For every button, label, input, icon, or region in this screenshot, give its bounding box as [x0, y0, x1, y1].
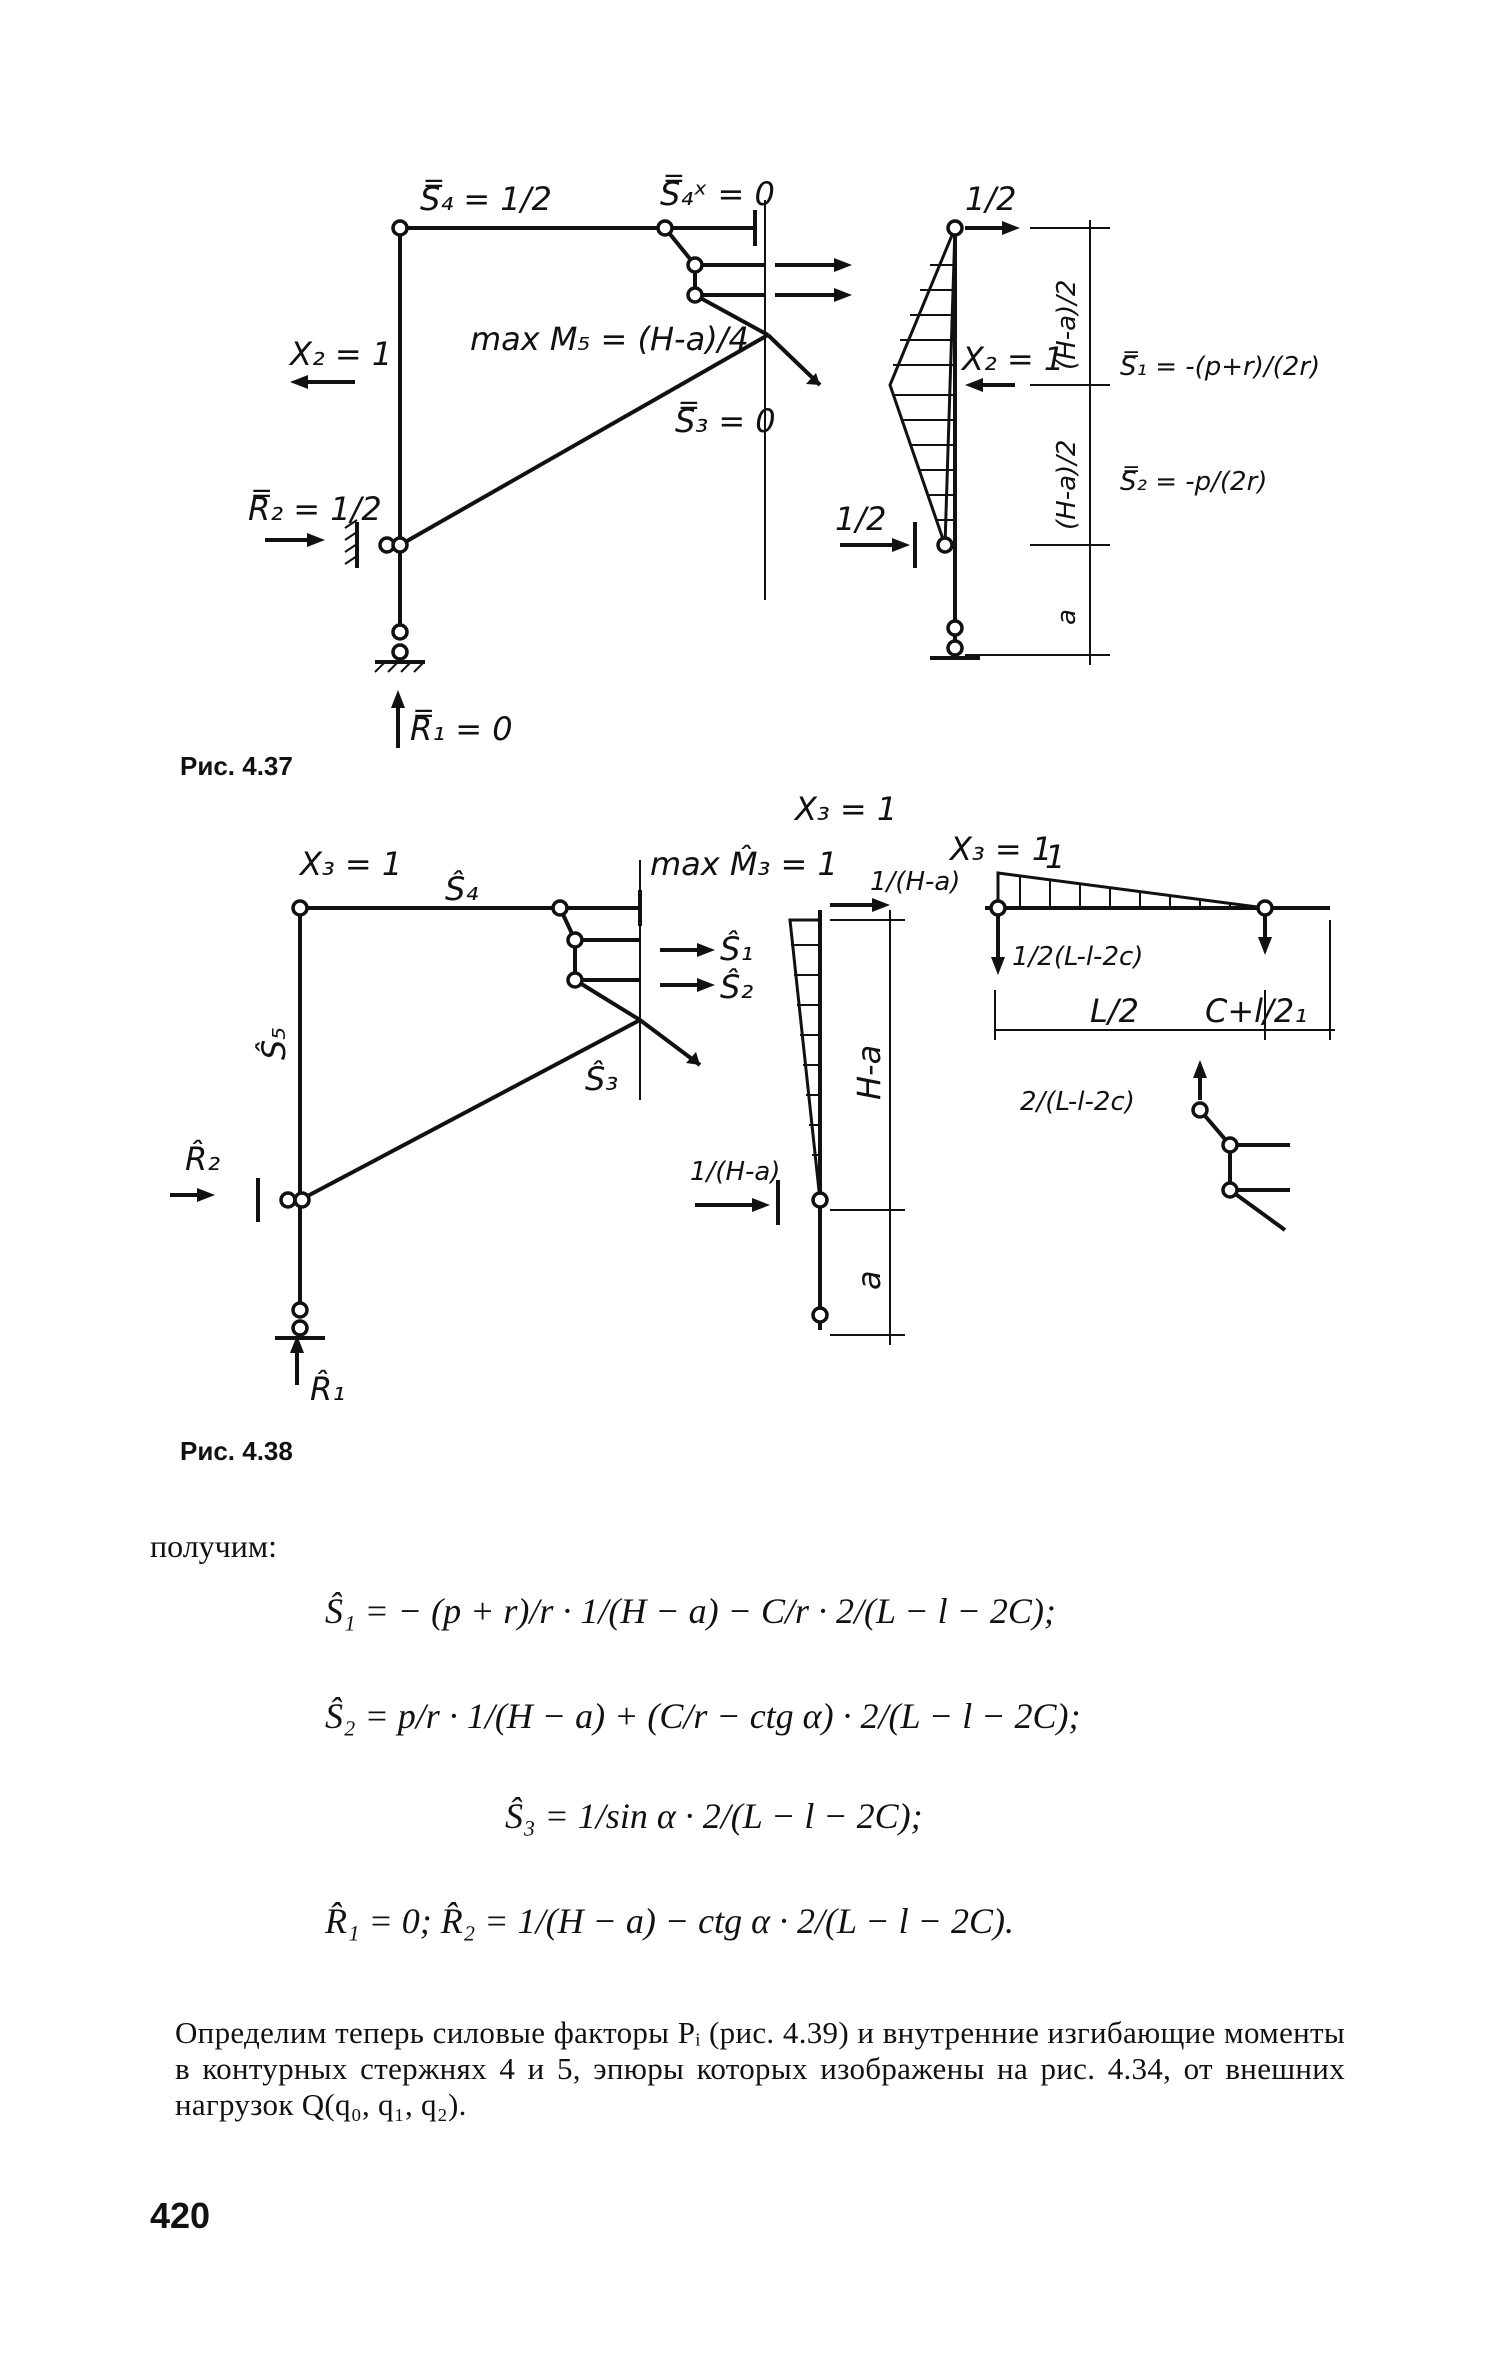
label-s1-437: S̿₁ = -(p+r)/(2r): [1120, 350, 1320, 382]
label-x2-left-437: X₂ = 1: [288, 335, 392, 373]
label-one-over-ha-top: 1/(H-a): [870, 867, 960, 897]
lead-text: получим:: [150, 1528, 278, 1564]
label-s2-437: S̿₂ = -p/(2r): [1120, 465, 1267, 497]
label-frac: 2/(L-l-2c): [1020, 1087, 1135, 1117]
label-s4x-437: S̿₄ˣ = 0: [660, 174, 775, 213]
label-s3-437: S̿₃ = 0: [675, 401, 776, 440]
equation-s1: Ŝ₁ = − (p + r)/r · 1/(H − a) − C/r · 2/(…: [325, 1591, 1056, 1631]
label-x3-right: X₃ = 1: [948, 830, 1052, 868]
label-r1-437: R̿₁ = 0: [410, 709, 513, 748]
label-x2-right-437: X₂ = 1: [960, 340, 1064, 378]
label-r2-437: R̿₂ = 1/2: [248, 489, 382, 528]
label-half-l: 1/2(L-l-2c): [1012, 942, 1143, 972]
body-paragraph: Определим теперь силовые факторы Pᵢ (рис…: [175, 2015, 1345, 2122]
label-maxm3: max M̂₃ = 1: [650, 845, 838, 883]
label-one: 1: [1045, 838, 1065, 876]
label-half-top: 1/2: [965, 180, 1017, 218]
figure-4-37: S̿₄ = 1/2 S̿₄ˣ = 0 X₂ = 1 max M₅ = (H-a)…: [180, 174, 1320, 781]
equation-s3: Ŝ₃ = 1/sin α · 2/(L − l − 2C);: [505, 1796, 923, 1836]
dim-ha: H-a: [850, 1045, 888, 1100]
equation-s2: Ŝ₂ = p/r · 1/(H − a) + (C/r − ctg α) · 2…: [325, 1696, 1081, 1736]
caption-4-37: Рис. 4.37: [180, 751, 293, 781]
label-x3-left: X₃ = 1: [298, 845, 402, 883]
label-r2-438: R̂₂: [185, 1140, 220, 1178]
figure-4-38: X₃ = 1 Ŝ₄ max M̂₃ = 1 Ŝ₅ Ŝ₁ Ŝ₂ Ŝ₃ R̂₂ R̂…: [170, 790, 1335, 1466]
label-s3-438: Ŝ₃: [585, 1059, 618, 1098]
label-s5-438: Ŝ₅: [254, 1027, 293, 1060]
label-r1-438: R̂₁: [310, 1370, 345, 1408]
label-c-l2: C+l/2₁: [1205, 992, 1307, 1030]
equation-r: R̂₁ = 0; R̂₂ = 1/(H − a) − ctg α · 2/(L …: [325, 1901, 1014, 1941]
label-one-over-ha-bottom: 1/(H-a): [690, 1157, 780, 1187]
label-half-bottom: 1/2: [835, 500, 887, 538]
label-s4-438: Ŝ₄: [445, 869, 478, 908]
dim-a: a: [850, 1270, 888, 1290]
label-l-half: L/2: [1090, 992, 1139, 1030]
dim-2-437: (H-a)/2: [1052, 440, 1082, 530]
label-maxm5: max M₅ = (H-a)/4: [470, 320, 749, 358]
dim-1-437: (H-a)/2: [1052, 280, 1082, 370]
label-s4-437: S̿₄ = 1/2: [420, 179, 552, 218]
caption-4-38: Рис. 4.38: [180, 1436, 293, 1466]
dim-3-437: a: [1052, 609, 1082, 625]
label-s1-438: Ŝ₁: [720, 929, 753, 968]
page-number: 420: [150, 2195, 211, 2236]
label-x3-mid: X₃ = 1: [793, 790, 897, 828]
label-s2-438: Ŝ₂: [720, 967, 753, 1006]
